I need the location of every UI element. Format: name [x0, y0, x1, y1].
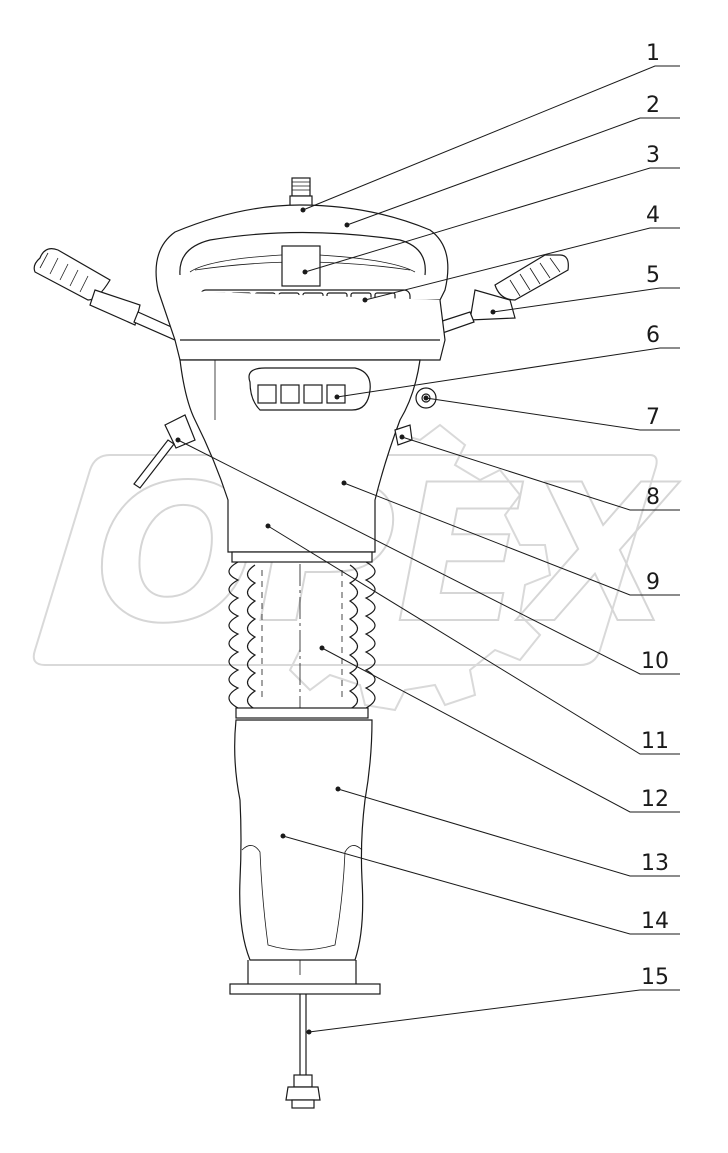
- bellows: [228, 551, 376, 719]
- left-joystick: [33, 248, 179, 341]
- watermark: OPEX: [32, 403, 682, 712]
- callout-5: 5: [646, 263, 660, 288]
- callout-4: 4: [646, 203, 660, 228]
- column-block: [281, 245, 321, 287]
- callout-14: 14: [641, 909, 669, 934]
- cable-connector: [285, 994, 321, 1109]
- callout-13: 13: [641, 851, 669, 876]
- callout-2: 2: [646, 93, 660, 118]
- callout-8: 8: [646, 485, 660, 510]
- display-buttons: [248, 367, 371, 411]
- right-joystick: [429, 254, 569, 337]
- callout-6: 6: [646, 323, 660, 348]
- callout-12: 12: [641, 787, 669, 812]
- callout-1: 1: [646, 41, 660, 66]
- callout-9: 9: [646, 570, 660, 595]
- callout-3: 3: [646, 143, 660, 168]
- watermark-gear-icon: [288, 403, 552, 712]
- callout-10: 10: [641, 649, 669, 674]
- watermark-text: OPEX: [95, 444, 681, 665]
- leader-lines: [175, 65, 680, 1035]
- callout-11: 11: [641, 729, 669, 754]
- lower-handle: [229, 719, 381, 995]
- callout-7: 7: [646, 405, 660, 430]
- left-lever: [133, 414, 196, 489]
- callout-numbers: 1 2 3 4 5 6 7 8 9 10 11 12 13 14 15: [641, 41, 669, 990]
- callout-15: 15: [641, 965, 669, 990]
- watermark-frame: [32, 454, 658, 666]
